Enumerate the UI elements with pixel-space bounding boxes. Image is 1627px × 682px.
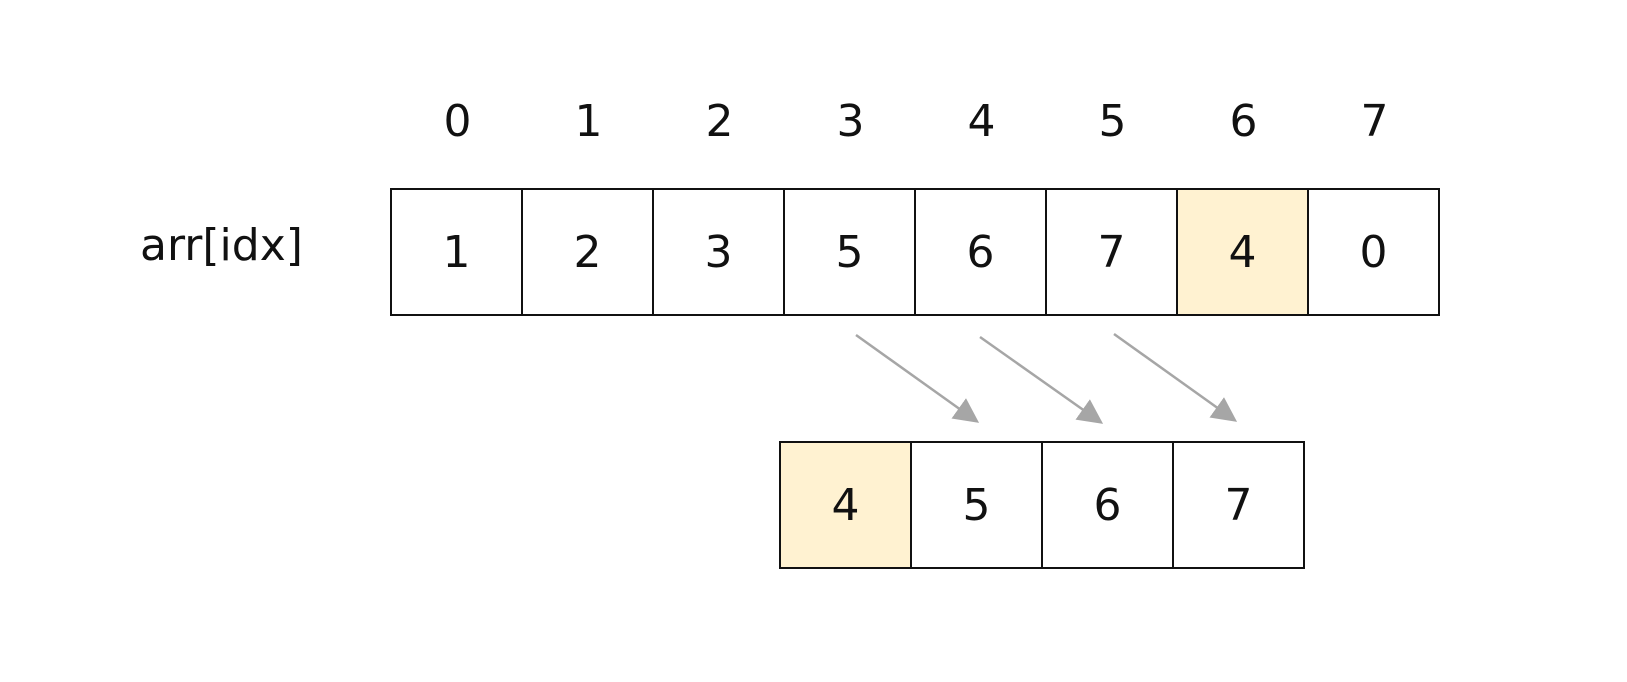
arrow-icon — [1113, 332, 1238, 422]
source-array-cell-0: 1 — [392, 190, 523, 314]
index-label-6: 6 — [1229, 96, 1258, 147]
source-array-cell-3: 5 — [785, 190, 916, 314]
source-array-cell-2: 3 — [654, 190, 785, 314]
shifted-segment-cell-0: 4 — [781, 443, 912, 567]
array-row-label: arr[idx] — [140, 220, 303, 271]
shifted-segment-cell-1: 5 — [912, 443, 1043, 567]
source-array-cell-4: 6 — [916, 190, 1047, 314]
index-label-0: 0 — [443, 96, 472, 147]
index-label-2: 2 — [705, 96, 734, 147]
index-label-3: 3 — [836, 96, 865, 147]
source-array-cell-6: 4 — [1178, 190, 1309, 314]
shifted-segment-cell-2: 6 — [1043, 443, 1174, 567]
shifted-segment: 4 5 6 7 — [779, 441, 1305, 569]
index-label-1: 1 — [574, 96, 603, 147]
index-label-7: 7 — [1360, 96, 1389, 147]
source-array-cell-7: 0 — [1309, 190, 1440, 314]
index-label-5: 5 — [1098, 96, 1127, 147]
source-array-cell-1: 2 — [523, 190, 654, 314]
source-array: 1 2 3 5 6 7 4 0 — [390, 188, 1440, 316]
shifted-segment-cell-3: 7 — [1174, 443, 1305, 567]
source-array-cell-5: 7 — [1047, 190, 1178, 314]
index-label-4: 4 — [967, 96, 996, 147]
arrow-icon — [855, 333, 980, 423]
arrow-icon — [979, 335, 1104, 424]
